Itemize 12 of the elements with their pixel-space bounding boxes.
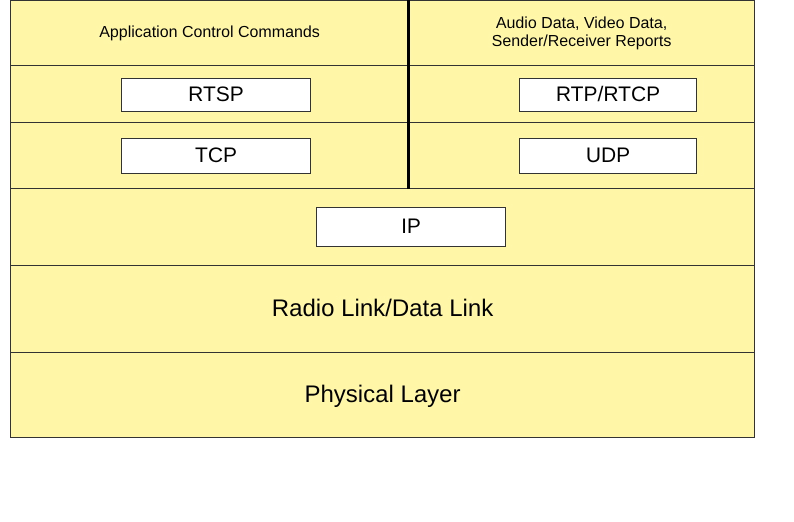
layer-band	[10, 122, 755, 189]
layer-band	[10, 188, 755, 266]
layer-band: Radio Link/Data Link	[10, 265, 755, 353]
protocol-box: TCP	[121, 138, 311, 174]
protocol-box: RTP/RTCP	[519, 78, 697, 112]
protocol-box: UDP	[519, 138, 697, 174]
layer-cell: Application Control Commands	[10, 0, 409, 66]
layer-band	[10, 65, 755, 123]
layer-cell: Audio Data, Video Data, Sender/Receiver Reports	[408, 0, 755, 66]
layer-band: Physical Layer	[10, 352, 755, 438]
protocol-box: IP	[316, 207, 506, 247]
protocol-box: RTSP	[121, 78, 311, 112]
